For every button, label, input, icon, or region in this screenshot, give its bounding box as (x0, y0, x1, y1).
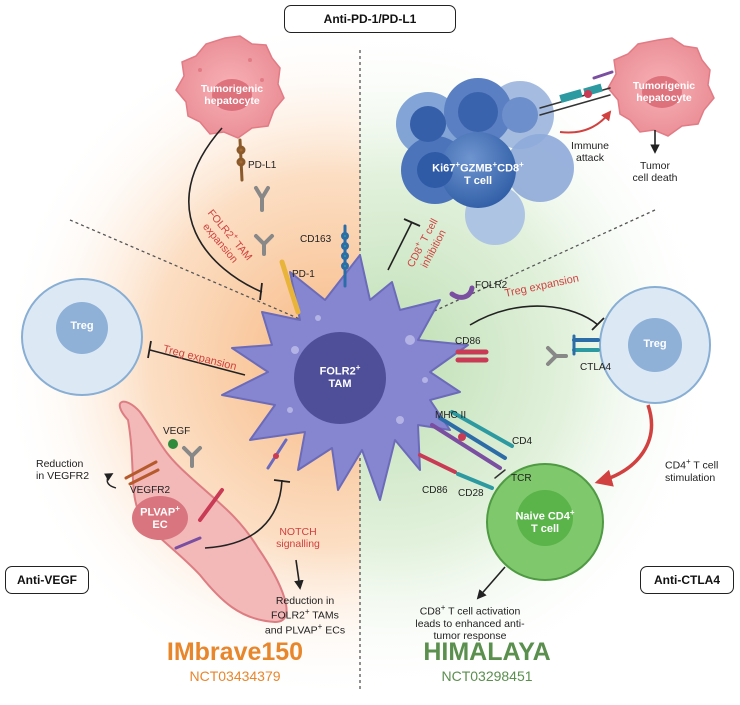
pd-l1-inhibition-bar (259, 282, 263, 301)
anti-pd-l1-antibody (254, 186, 270, 212)
vegfr2-label: VEGFR2 (130, 485, 171, 496)
pd-l1-receptor (236, 138, 246, 182)
pd-l1-inhibition-line (188, 127, 263, 293)
hepatocyte-left-cell (175, 35, 285, 139)
therapy-label-top: Anti-PD-1/PD-L1 (284, 5, 456, 33)
trial-name-right: HIMALAYA (423, 638, 551, 666)
vegf-label: VEGF (163, 426, 191, 437)
hepatocyte-left-label: Tumorigenic hepatocyte (200, 83, 264, 108)
notch-ligand-ec (174, 488, 224, 550)
folr2-receptor (449, 285, 475, 300)
cd8-activation-arrow (476, 566, 506, 600)
ctla4-label: CTLA4 (580, 362, 612, 373)
cd86-bottom-label: CD86 (422, 485, 448, 496)
cd8-inhibition-bar (403, 218, 421, 227)
trial-name-left: IMbrave150 (166, 638, 304, 666)
notch-receptor-tam (266, 438, 288, 470)
treg-left-cell (21, 278, 143, 396)
cd8-t-cell-cluster (396, 78, 574, 245)
cd4-stimulation-arrow (594, 404, 654, 487)
therapy-label-right: Anti-CTLA4 (640, 566, 734, 594)
cd163-label: CD163 (300, 234, 332, 245)
hepatocyte-right-cell (607, 37, 715, 137)
tam-label: FOLR2+TAM (319, 363, 361, 391)
pd-l1-label: PD-L1 (248, 160, 277, 171)
hepatocyte-right-label: Tumorigenic hepatocyte (632, 80, 696, 105)
treg-left-inhibition-line (149, 349, 246, 376)
pd-1-label: PD-1 (292, 269, 315, 280)
tcr-label: TCR (511, 473, 532, 484)
cd163-receptor (341, 224, 349, 288)
vegf-ligand (168, 439, 178, 449)
cd86-top-label: CD86 (455, 336, 481, 347)
orange-background-glow (0, 20, 360, 700)
cd8-t-cell-label: Ki67+GZMB+CD8+T cell (432, 160, 524, 188)
trial-id-left: NCT03434379 (189, 668, 281, 684)
treg-right-inhibition-line (469, 305, 599, 326)
vegfr2-reduction-arrow (104, 473, 117, 489)
cd4-label: CD4 (512, 436, 533, 447)
immune-attack-arrow (559, 110, 612, 134)
folr2-label: FOLR2 (475, 280, 508, 291)
tcr-mhc-immune-synapse (539, 70, 614, 116)
cd86-top-receptor (455, 349, 489, 363)
treg-right-label: Treg (643, 338, 667, 350)
treg-left-label: Treg (70, 320, 94, 332)
treg-right-inhibition-bar (591, 317, 605, 331)
ctla4-receptor (572, 334, 600, 356)
plvap-ec-cell (118, 400, 288, 624)
cd28-label: CD28 (458, 488, 484, 499)
anti-ctla4-antibody (546, 346, 568, 366)
vegfr2-receptor (124, 460, 160, 486)
mhc2-label: MHC II (435, 410, 467, 421)
anti-pd-1-antibody (254, 234, 274, 256)
folr2-tam-cell (221, 254, 469, 501)
trial-id-right: NCT03298451 (441, 668, 533, 684)
anti-vegf-antibody (182, 446, 202, 468)
cd8-inhibition-line (387, 221, 413, 271)
notch-result-arrow (294, 559, 304, 590)
notch-inhibition-bar (273, 479, 291, 483)
treg-right-cell (599, 286, 711, 404)
notch-inhibition-line (204, 479, 283, 549)
synapse-receptors (418, 410, 514, 490)
naive-cd4-label: Naive CD4+T cell (515, 508, 575, 536)
pd-1-receptor (279, 259, 301, 315)
ec-label: PLVAP+EC (140, 504, 180, 532)
treg-left-inhibition-bar (147, 340, 152, 359)
naive-cd4-t-cell (486, 463, 604, 581)
therapy-label-left: Anti-VEGF (5, 566, 89, 594)
